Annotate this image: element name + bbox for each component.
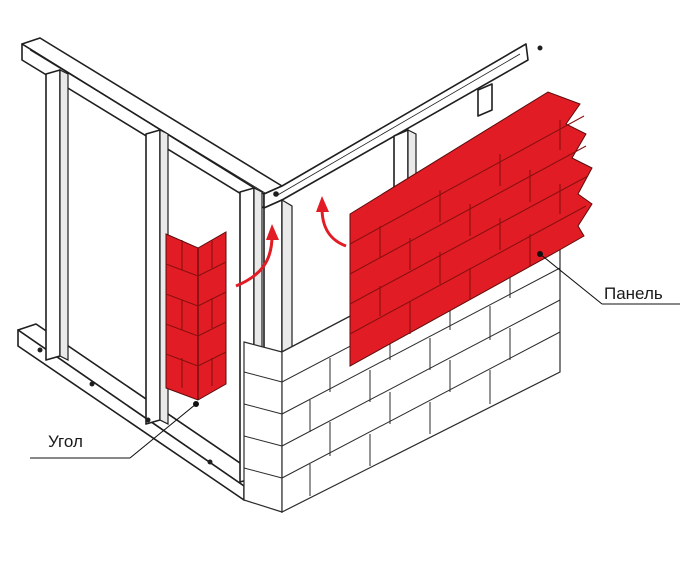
- install-arrows: [235, 196, 347, 288]
- panel-leader-line: [539, 253, 603, 305]
- corner-leader-line: [129, 403, 197, 459]
- panel-label: Панель: [604, 284, 663, 303]
- corner-label: Угол: [48, 432, 83, 451]
- red-corner-element: [165, 231, 227, 407]
- left-frame: [17, 37, 283, 501]
- red-facade-panel: [349, 91, 593, 367]
